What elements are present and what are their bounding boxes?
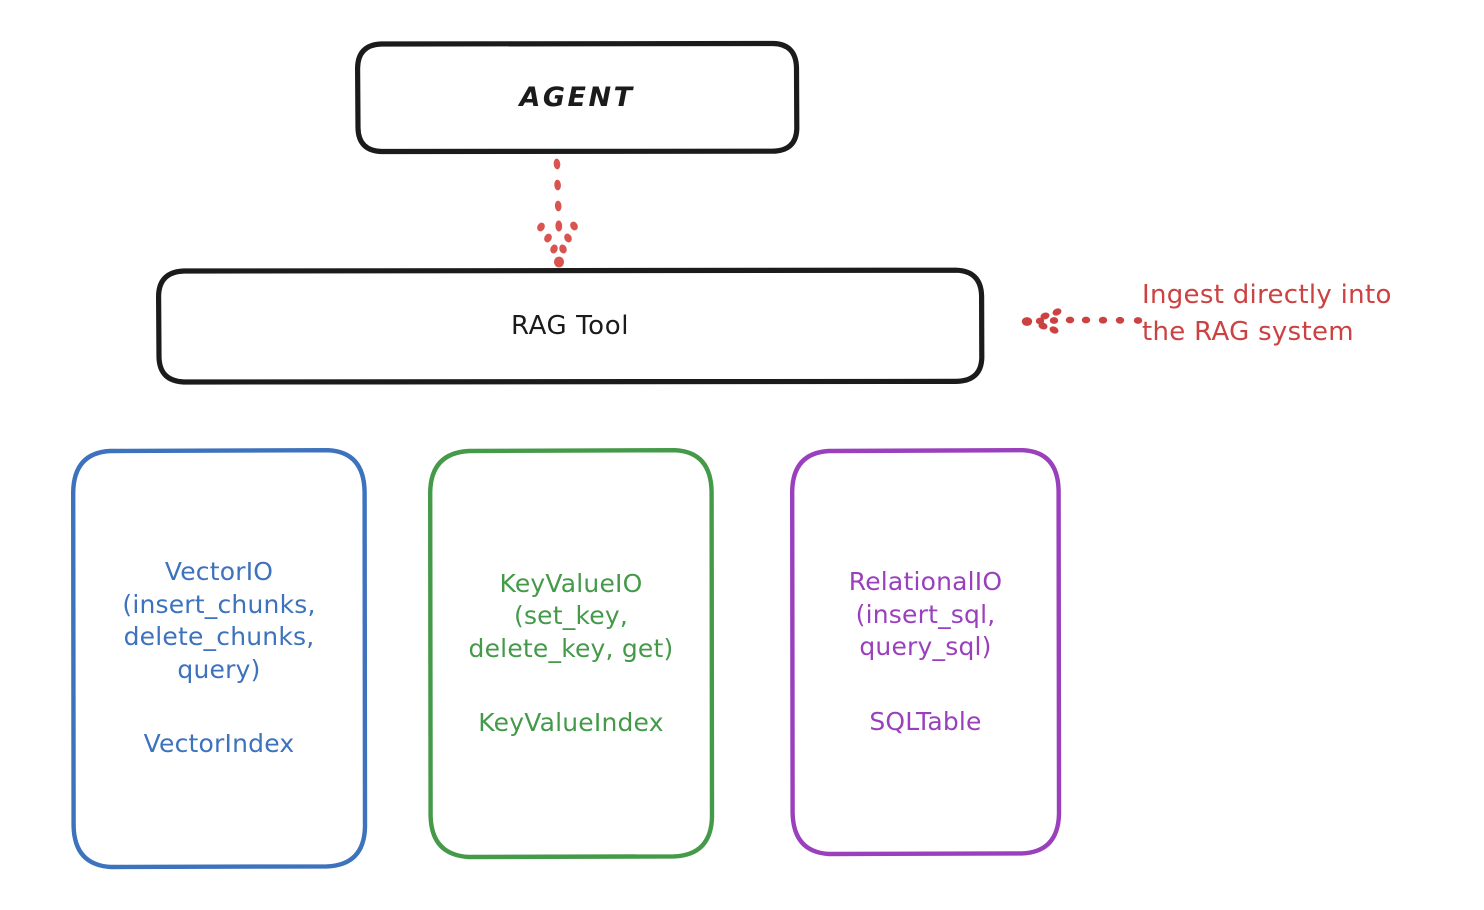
agent-label: AGENT [519,82,635,113]
node-rag-tool[interactable]: RAG Tool [156,267,985,385]
vector-io-index: VectorIndex [143,729,295,759]
node-relational-io[interactable]: RelationalIO (insert_sql, query_sql) SQL… [789,447,1062,857]
relational-io-index: SQLTable [869,706,982,736]
relational-io-title: RelationalIO (insert_sql, query_sql) [848,567,1003,661]
connector-ingest-arrow [1021,308,1143,334]
ingest-annotation-text: Ingest directly into the RAG system [1142,280,1392,347]
node-vector-io[interactable]: VectorIO (insert_chunks, delete_chunks, … [70,447,368,870]
node-agent[interactable]: AGENT [355,40,800,155]
vector-io-title: VectorIO (insert_chunks, delete_chunks, … [122,557,316,684]
key-value-io-title: KeyValueIO (set_key, delete_key, get) [468,568,674,663]
connector-agent-to-rag-tool [537,158,578,268]
rag-tool-label: RAG Tool [510,311,630,341]
node-key-value-io[interactable]: KeyValueIO (set_key, delete_key, get) Ke… [427,447,715,860]
key-value-io-index: KeyValueIndex [478,708,664,737]
